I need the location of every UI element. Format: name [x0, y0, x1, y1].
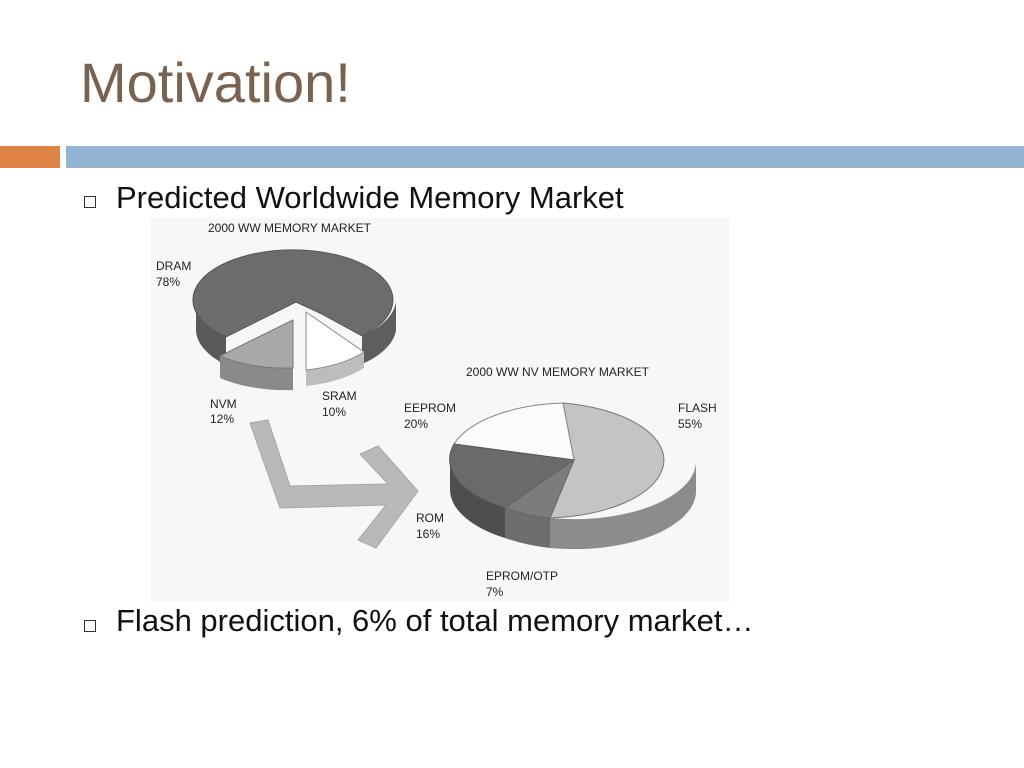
- header-bar: [66, 146, 1024, 168]
- bullet-text-2: Flash prediction, 6% of total memory mar…: [116, 603, 754, 638]
- pie1-label-sram: SRAM: [322, 389, 357, 403]
- pie2-value-eeprom: 20%: [404, 417, 428, 431]
- pie1-slice-dram-side2: [362, 302, 396, 364]
- pie2-slice-eprom: [503, 458, 576, 519]
- pie2-slice-rom: [449, 443, 576, 509]
- pie1-slice-nvm-side: [220, 356, 293, 391]
- pie2-slice-eeprom: [453, 402, 575, 461]
- pie2-slice-eprom-side: [505, 508, 550, 548]
- pie1-label-nvm: NVM: [210, 397, 237, 411]
- pie1-slice-sram-side: [306, 352, 364, 386]
- pie1-label-dram: DRAM: [156, 259, 191, 273]
- pie2-slice-rom-side: [450, 460, 505, 538]
- accent-bar: [0, 146, 60, 168]
- pie1-value-dram: 78%: [156, 275, 180, 289]
- chart2-title: 2000 WW NV MEMORY MARKET: [466, 365, 650, 379]
- pie1-value-nvm: 12%: [210, 412, 234, 426]
- memory-charts-svg: 2000 WW MEMORY MARKET DRAM 78% NVM 12% S…: [156, 221, 717, 599]
- pie1-slice-sram: [305, 311, 365, 371]
- pie2-label-eeprom: EEPROM: [404, 401, 456, 415]
- pie2-value-flash: 55%: [678, 417, 702, 431]
- bullet-icon: [84, 620, 96, 632]
- chart1-title: 2000 WW MEMORY MARKET: [208, 221, 372, 235]
- pie1-slice-nvm: [218, 319, 294, 369]
- pie1-value-sram: 10%: [322, 405, 346, 419]
- pie2-label-flash: FLASH: [678, 401, 717, 415]
- bullet-icon: [84, 196, 96, 208]
- transition-arrow: [249, 419, 419, 549]
- slide-title: Motivation!: [80, 51, 351, 114]
- pie2-value-rom: 16%: [416, 527, 440, 541]
- pie1-slice-dram: [192, 249, 394, 338]
- pie2-label-rom: ROM: [416, 511, 444, 525]
- pie2-value-eprom: 7%: [486, 585, 504, 599]
- pie2-slice-flash: [549, 402, 665, 519]
- pie2-label-eprom: EPROM/OTP: [486, 569, 558, 583]
- bullet-text-1: Predicted Worldwide Memory Market: [116, 180, 624, 215]
- memory-market-figure: 2000 WW MEMORY MARKET DRAM 78% NVM 12% S…: [150, 218, 730, 602]
- pie2-slice-flash-side: [550, 460, 697, 550]
